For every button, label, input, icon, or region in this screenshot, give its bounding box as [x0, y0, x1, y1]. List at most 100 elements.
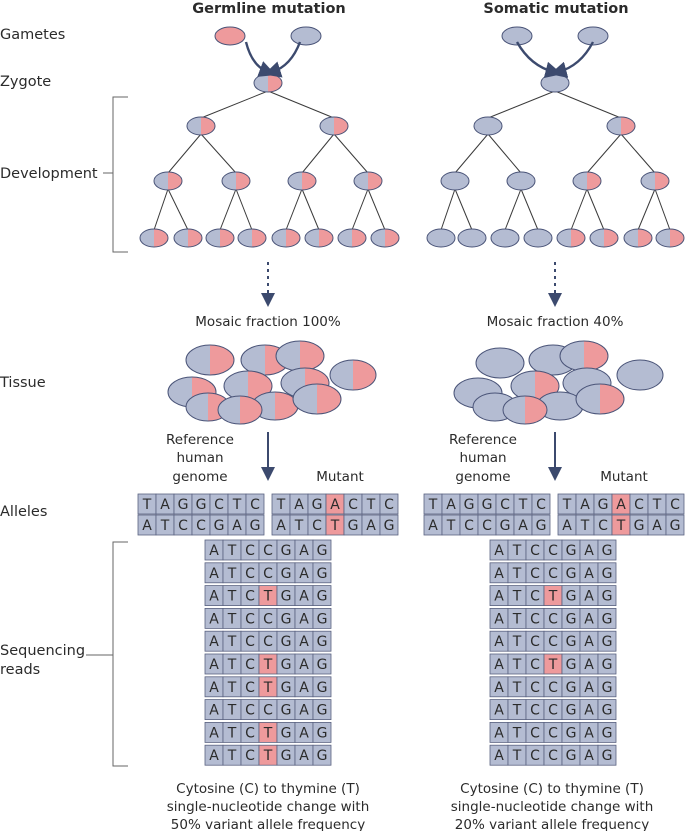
nucleotide-letter: A	[494, 725, 504, 741]
mosaic-fraction: Mosaic fraction 100%	[195, 314, 341, 330]
nucleotide-letter: G	[566, 566, 577, 582]
nucleotide-box: G	[312, 722, 332, 743]
nucleotide-letter: C	[263, 566, 273, 582]
caption-line: single-nucleotide change with	[451, 799, 654, 815]
gamete-cell	[501, 26, 533, 46]
nucleotide-box: C	[477, 514, 497, 536]
development-cell	[237, 228, 267, 248]
nucleotide-box: C	[525, 676, 545, 698]
lineage-line	[333, 133, 369, 174]
development-cell	[173, 228, 203, 248]
nucleotide-letter: C	[245, 657, 255, 673]
nucleotide-letter: G	[566, 703, 577, 719]
nucleotide-letter: G	[566, 680, 577, 696]
lineage-line	[301, 133, 335, 174]
nucleotide-box: A	[489, 585, 509, 606]
nucleotide-box: A	[204, 630, 224, 652]
nucleotide-letter: T	[562, 497, 572, 513]
nucleotide-letter: C	[530, 634, 540, 650]
nucleotide-letter: G	[602, 680, 613, 696]
nucleotide-letter: A	[299, 611, 309, 627]
nucleotide-box: G	[477, 493, 497, 515]
nucleotide-box: C	[543, 676, 563, 698]
nucleotide-box: T	[507, 744, 527, 766]
nucleotide-box: C	[240, 630, 260, 652]
nucleotide-box: G	[597, 630, 617, 652]
nucleotide-letter: T	[276, 497, 286, 513]
nucleotide-letter: G	[602, 566, 613, 582]
nucleotide-box: C	[240, 562, 260, 584]
nucleotide-box: A	[575, 493, 595, 515]
lineage-line	[285, 188, 303, 231]
nucleotide-box: C	[258, 539, 278, 561]
caption-line: 20% variant allele frequency	[455, 817, 649, 831]
nucleotide-box: C	[240, 653, 260, 675]
nucleotide-letter: C	[670, 497, 680, 513]
nucleotide-box: C	[525, 722, 545, 743]
development-bracket	[103, 96, 128, 253]
nucleotide-letter: C	[348, 497, 358, 513]
nucleotide-box: C	[258, 630, 278, 652]
nucleotide-box: G	[276, 608, 296, 629]
nucleotide-box: A	[294, 585, 314, 606]
nucleotide-letter: G	[317, 566, 328, 582]
nucleotide-box: A	[579, 653, 599, 675]
tissue-cell	[575, 383, 625, 415]
nucleotide-letter: G	[281, 657, 292, 673]
nucleotide-box: T	[222, 608, 242, 629]
nucleotide-letter: G	[566, 725, 577, 741]
development-cell	[221, 171, 251, 191]
nucleotide-box: C	[665, 493, 685, 515]
nucleotide-box: G	[276, 539, 296, 561]
nucleotide-box: T	[507, 630, 527, 652]
nucleotide-box: T	[271, 493, 291, 515]
nucleotide-letter: T	[294, 518, 304, 534]
nucleotide-letter: A	[209, 566, 219, 582]
nucleotide-letter: G	[566, 611, 577, 627]
nucleotide-letter: A	[299, 589, 309, 605]
reference-label: human	[459, 450, 506, 466]
nucleotide-box: A	[579, 585, 599, 606]
lineage-line	[454, 188, 473, 231]
nucleotide-box: G	[561, 653, 581, 675]
nucleotide-letter: G	[317, 634, 328, 650]
nucleotide-letter: C	[530, 566, 540, 582]
nucleotide-box: T	[557, 493, 577, 515]
development-cell	[304, 228, 334, 248]
nucleotide-letter: A	[209, 634, 219, 650]
nucleotide-box: C	[525, 699, 545, 720]
nucleotide-letter: A	[209, 703, 219, 719]
nucleotide-box: T	[222, 630, 242, 652]
nucleotide-letter: G	[281, 566, 292, 582]
nucleotide-letter: C	[530, 657, 540, 673]
nucleotide-box: T	[441, 514, 461, 536]
nucleotide-letter: G	[281, 543, 292, 559]
nucleotide-box: T	[507, 585, 527, 606]
reference-label: Reference	[449, 432, 517, 448]
panel-somatic: Somatic mutation Mosaic fraction 40% Ref…	[423, 1, 685, 831]
nucleotide-letter: C	[263, 703, 273, 719]
development-cell	[319, 116, 349, 136]
nucleotide-letter: A	[562, 518, 572, 534]
nucleotide-letter: G	[250, 518, 261, 534]
nucleotide-letter: G	[464, 497, 475, 513]
nucleotide-box: G	[191, 493, 211, 515]
nucleotide-box: T	[258, 585, 278, 606]
nucleotide-letter: G	[348, 518, 359, 534]
tissue-cells	[453, 340, 664, 425]
nucleotide-box: A	[204, 608, 224, 629]
nucleotide-letter: T	[512, 611, 522, 627]
nucleotide-letter: C	[245, 566, 255, 582]
lineage-lines	[153, 90, 386, 231]
nucleotide-letter: C	[548, 725, 558, 741]
nucleotide-letter: T	[330, 518, 340, 534]
development-cell	[205, 228, 235, 248]
nucleotide-box: T	[575, 514, 595, 536]
nucleotide-box: C	[258, 608, 278, 629]
nucleotide-letter: G	[317, 748, 328, 764]
